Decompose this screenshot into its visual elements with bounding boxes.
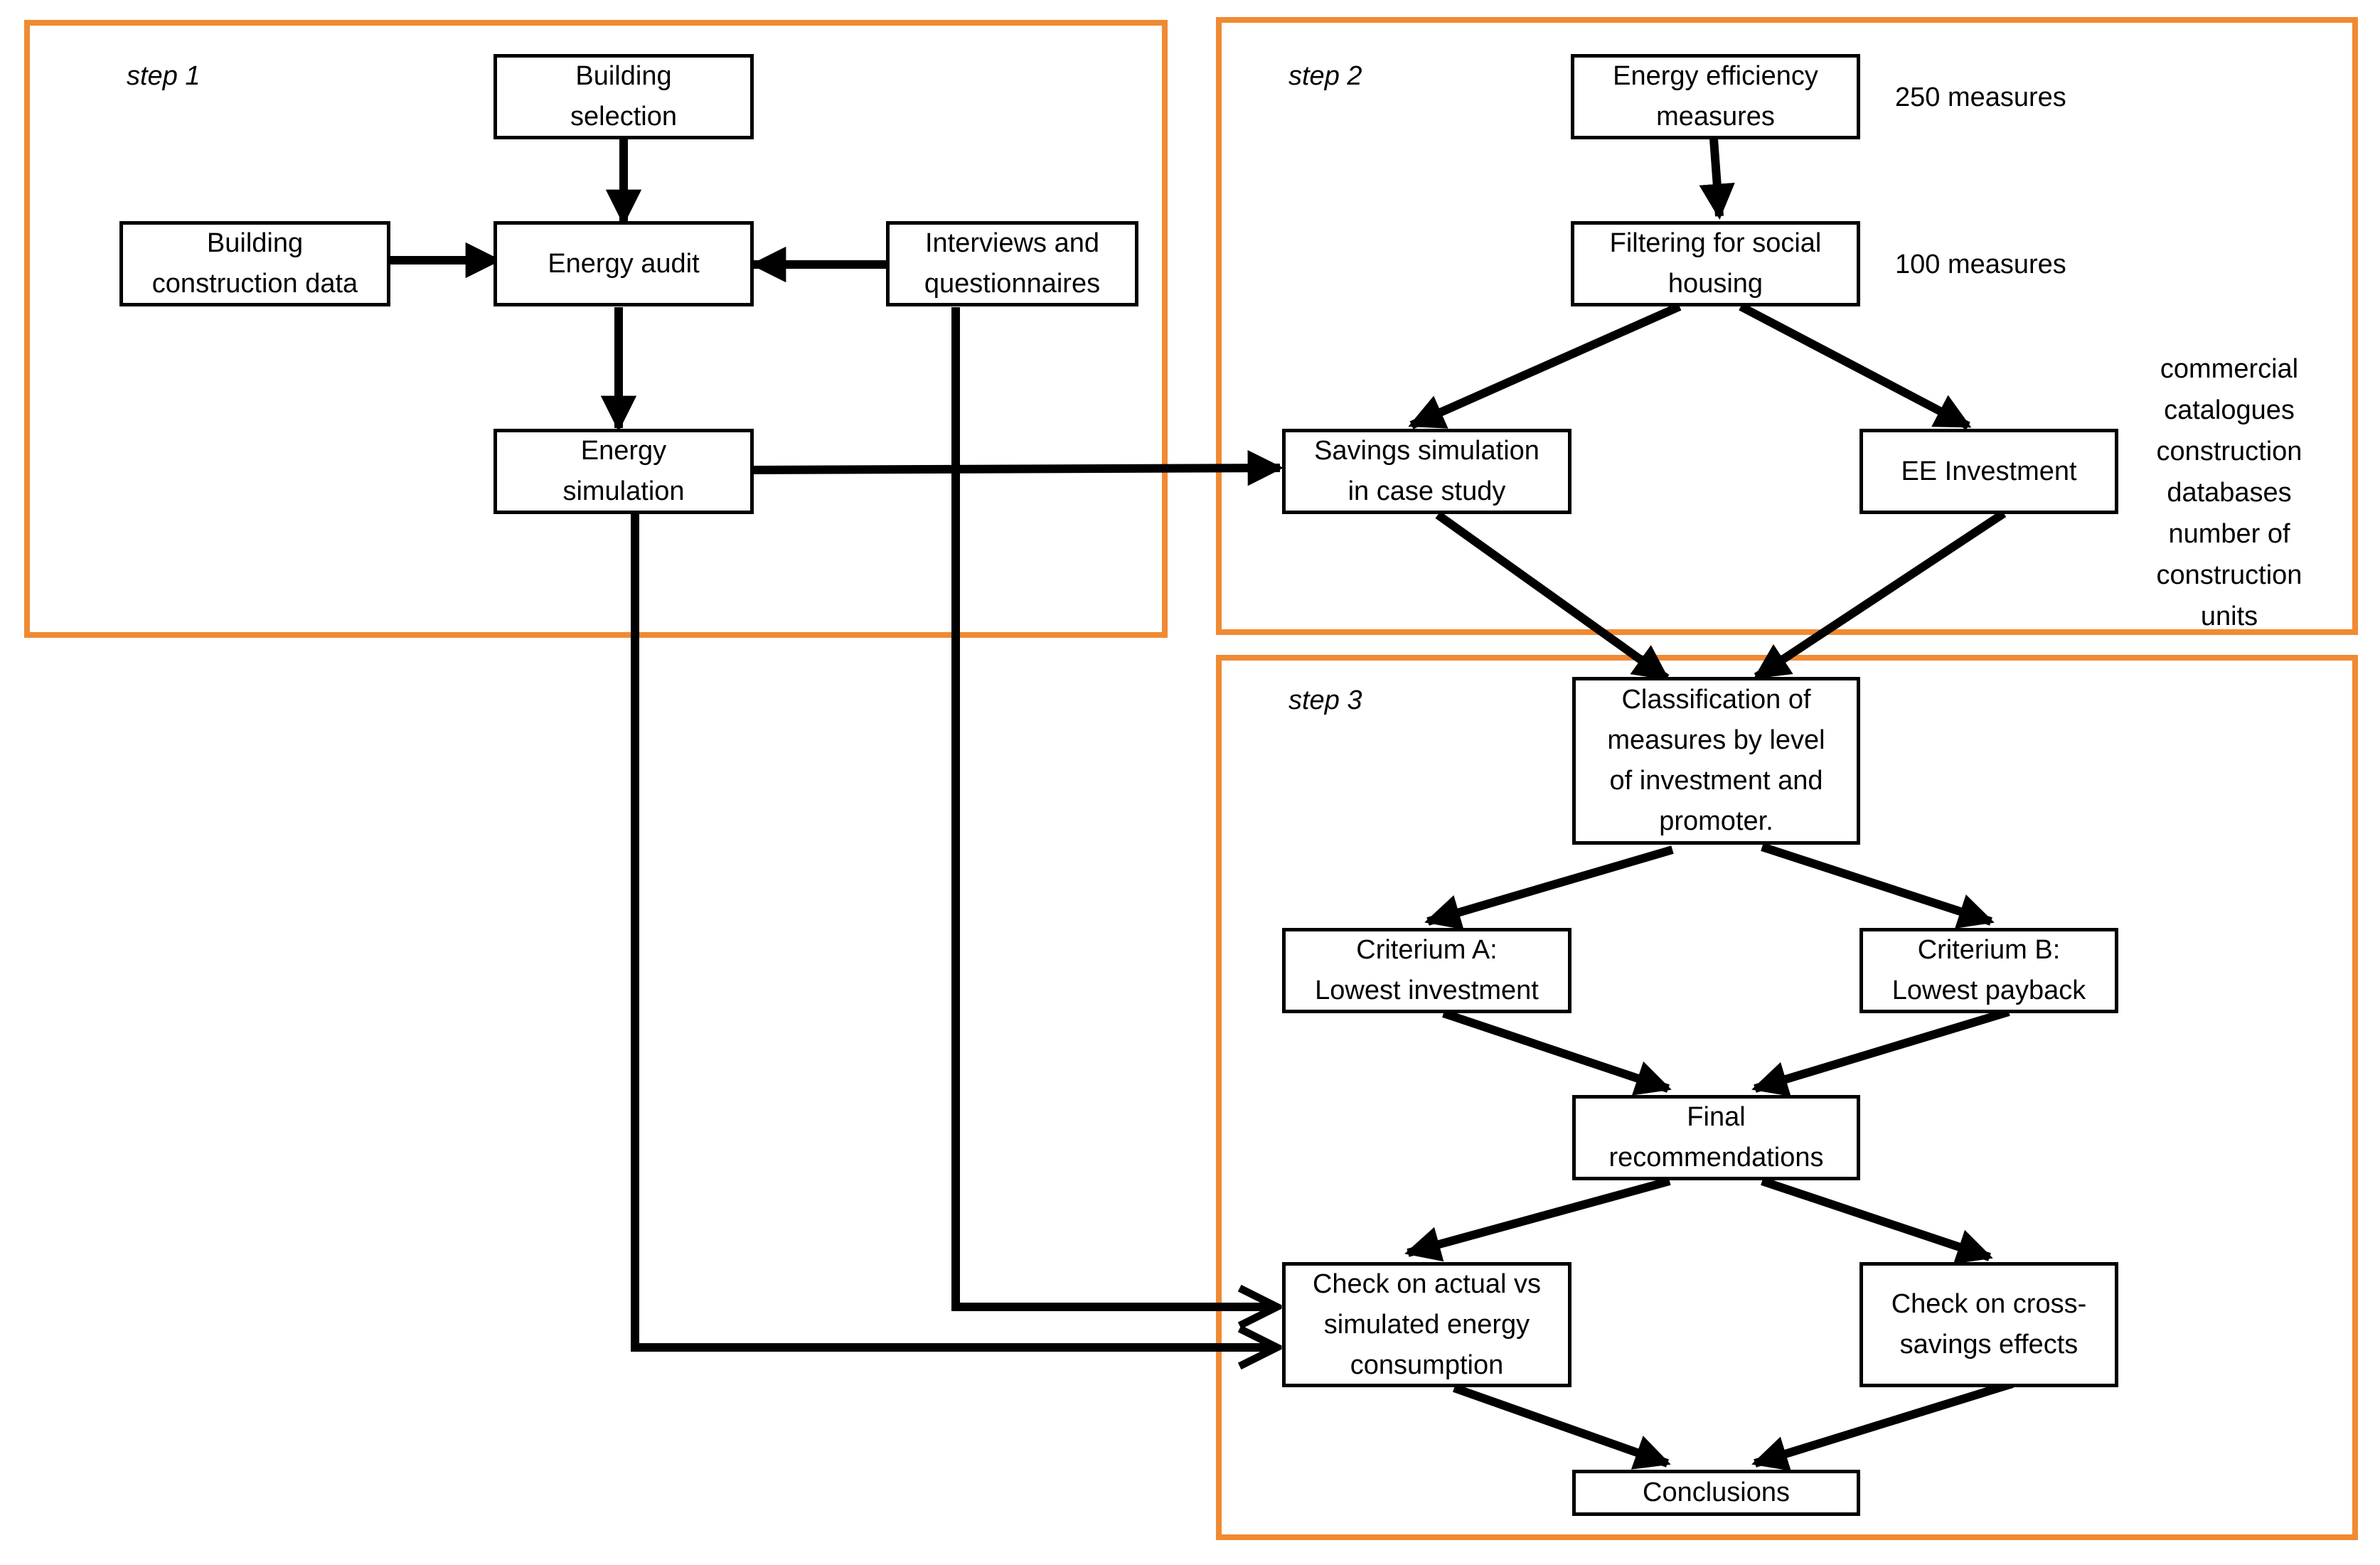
final-recommendations-box: Final recommendations <box>1572 1095 1860 1180</box>
arrow-savings-to-classification <box>1435 511 1670 682</box>
ee-investment-box: EE Investment <box>1859 429 2118 514</box>
savings-simulation-box: Savings simulation in case study <box>1282 429 1571 514</box>
criterium-b-box: Criterium B: Lowest payback <box>1859 928 2118 1013</box>
arrow-check-actual-to-conclusions <box>1453 1384 1671 1470</box>
arrow-criterium-a-to-final <box>1442 1009 1672 1096</box>
energy-efficiency-measures-box: Energy efficiency measures <box>1571 54 1860 139</box>
measures-250-label: 250 measures <box>1895 82 2066 112</box>
check-cross-savings-box: Check on cross- savings effects <box>1859 1262 2118 1387</box>
classification-box: Classification of measures by level of i… <box>1572 677 1860 845</box>
arrow-final-to-check-cross <box>1761 1177 1993 1264</box>
step-3-label: step 3 <box>1288 685 1362 715</box>
criterium-a-box: Criterium A: Lowest investment <box>1282 928 1571 1013</box>
measures-100-label: 100 measures <box>1895 250 2066 279</box>
arrow-check-cross-to-conclusions <box>1751 1379 2014 1471</box>
building-selection-box: Building selection <box>493 54 754 139</box>
arrow-measures-to-filtering <box>1699 138 1735 220</box>
step-1-frame <box>24 20 1168 638</box>
arrow-investment-to-classification <box>1753 509 2007 681</box>
arrow-filtering-to-savings <box>1408 302 1682 429</box>
arrow-final-to-check-actual <box>1404 1177 1671 1262</box>
arrow-simulation-to-check-actual <box>631 513 1277 1347</box>
interviews-questionnaires-box: Interviews and questionnaires <box>886 221 1138 306</box>
step-2-label: step 2 <box>1288 61 1362 91</box>
arrow-filtering-to-investment <box>1739 302 1972 430</box>
conclusions-box: Conclusions <box>1572 1470 1860 1516</box>
arrow-interviews-to-check-actual <box>951 307 1277 1307</box>
arrow-criterium-b-to-final <box>1751 1008 2010 1096</box>
energy-simulation-box: Energy simulation <box>493 429 754 514</box>
data-sources-label: commercial catalogues construction datab… <box>2156 354 2302 631</box>
filtering-social-housing-box: Filtering for social housing <box>1571 221 1860 306</box>
step-2-frame <box>1216 17 2358 635</box>
arrow-simulation-to-savings <box>752 449 1284 486</box>
arrow-classification-to-criterium-b <box>1761 843 1995 929</box>
arrow-classification-to-criterium-a <box>1424 845 1674 930</box>
energy-audit-box: Energy audit <box>493 221 754 306</box>
check-actual-simulated-box: Check on actual vs simulated energy cons… <box>1282 1262 1571 1387</box>
step-1-label: step 1 <box>127 61 201 91</box>
building-construction-data-box: Building construction data <box>119 221 390 306</box>
